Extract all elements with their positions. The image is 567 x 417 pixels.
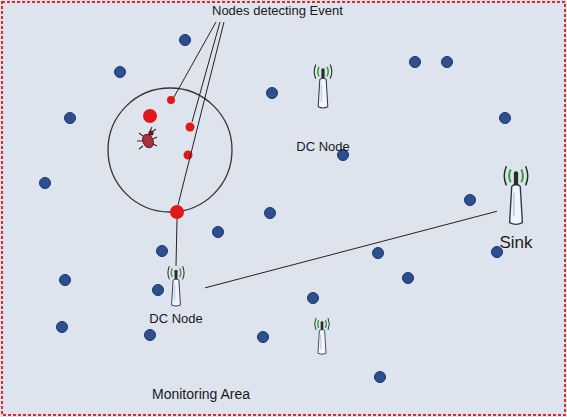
node-label: DC Node — [149, 312, 202, 327]
event-nodes — [143, 96, 195, 219]
link-line — [205, 211, 497, 288]
event-range — [108, 88, 232, 212]
antenna-node: DC Node — [147, 264, 205, 327]
antenna-icon — [500, 160, 532, 230]
node-label: Sink — [499, 233, 532, 253]
antenna-node: Sink — [497, 160, 535, 253]
leader-lines — [174, 22, 224, 205]
event-bug — [137, 127, 157, 149]
antenna-icon — [162, 264, 190, 308]
sensor-nodes — [40, 35, 511, 383]
antenna-node: DC Node — [294, 62, 352, 155]
report-link — [176, 219, 177, 266]
area-label: Nodes detecting Event — [212, 4, 343, 19]
area-label: Monitoring Area — [152, 386, 250, 402]
antenna-icon — [308, 62, 338, 110]
node-label: DC Node — [296, 140, 349, 155]
dc-node-icon — [315, 318, 330, 354]
